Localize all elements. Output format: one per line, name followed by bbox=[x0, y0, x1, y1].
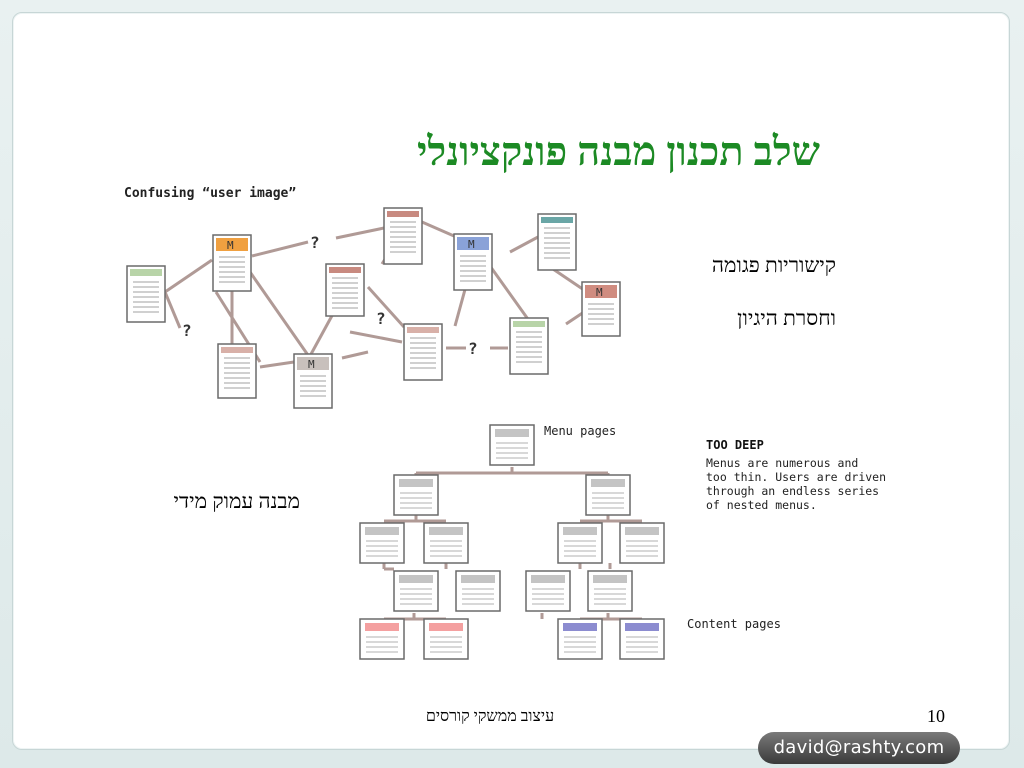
email-badge: david@rashty.com bbox=[758, 732, 960, 764]
svg-text:Menus are numerous and: Menus are numerous and bbox=[706, 456, 858, 470]
confusing-structure-figure: Confusing “user image” ? ? ? ? bbox=[110, 182, 632, 412]
menu-page-box bbox=[619, 522, 665, 564]
footer-course-title: עיצוב ממשקי קורסים bbox=[425, 708, 555, 725]
menu-page-box bbox=[359, 522, 405, 564]
slide-title: שלב תכנון מבנה פונקציונלי bbox=[417, 129, 820, 174]
question-mark: ? bbox=[376, 309, 386, 328]
question-marks: ? ? ? ? bbox=[182, 233, 478, 358]
menu-page-icon: M bbox=[293, 353, 333, 409]
menu-page-box bbox=[393, 570, 439, 612]
figure-caption: Confusing “user image” bbox=[124, 186, 296, 201]
menu-page-icon: M bbox=[581, 281, 621, 337]
menu-page-box bbox=[525, 570, 571, 612]
question-mark: ? bbox=[182, 321, 192, 340]
svg-text:through an endless series: through an endless series bbox=[706, 484, 879, 498]
content-page-box bbox=[359, 618, 405, 660]
page-icon bbox=[325, 263, 365, 317]
content-page-box bbox=[619, 618, 665, 660]
question-mark: ? bbox=[468, 339, 478, 358]
page-icon bbox=[509, 317, 549, 375]
too-deep-description: Menus are numerous and too thin. Users a… bbox=[706, 456, 886, 512]
menu-page-box bbox=[393, 474, 439, 516]
text-too-deep: מבנה עמוק מידי bbox=[173, 489, 300, 513]
svg-text:M: M bbox=[227, 239, 234, 252]
menu-page-box bbox=[557, 522, 603, 564]
menu-page-box bbox=[585, 474, 631, 516]
menu-pages-label: Menu pages bbox=[544, 424, 616, 438]
menu-page-icon: M bbox=[212, 234, 252, 292]
page-number: 10 bbox=[927, 706, 945, 726]
page-icon bbox=[403, 323, 443, 381]
page-icon bbox=[383, 207, 423, 265]
question-mark: ? bbox=[310, 233, 320, 252]
menu-page-box bbox=[423, 522, 469, 564]
page-icon bbox=[537, 213, 577, 271]
svg-text:too thin. Users are driven: too thin. Users are driven bbox=[706, 470, 886, 484]
content-page-box bbox=[557, 618, 603, 660]
content-page-box bbox=[423, 618, 469, 660]
menu-page-box bbox=[489, 424, 535, 466]
menu-page-icon: M bbox=[453, 233, 493, 291]
svg-text:of nested menus.: of nested menus. bbox=[706, 498, 817, 512]
menu-page-box bbox=[587, 570, 633, 612]
svg-text:M: M bbox=[468, 238, 475, 251]
menu-page-box bbox=[455, 570, 501, 612]
page-icon bbox=[217, 343, 257, 399]
too-deep-figure: Menu pages bbox=[332, 419, 914, 665]
svg-text:M: M bbox=[308, 358, 315, 371]
text-broken-links: קישוריות פגומה bbox=[711, 253, 836, 277]
text-no-logic: וחסרת היגיון bbox=[737, 306, 836, 330]
content-pages-label: Content pages bbox=[687, 617, 781, 631]
too-deep-heading: TOO DEEP bbox=[706, 438, 764, 452]
page-icon bbox=[126, 265, 166, 323]
svg-text:M: M bbox=[596, 286, 603, 299]
